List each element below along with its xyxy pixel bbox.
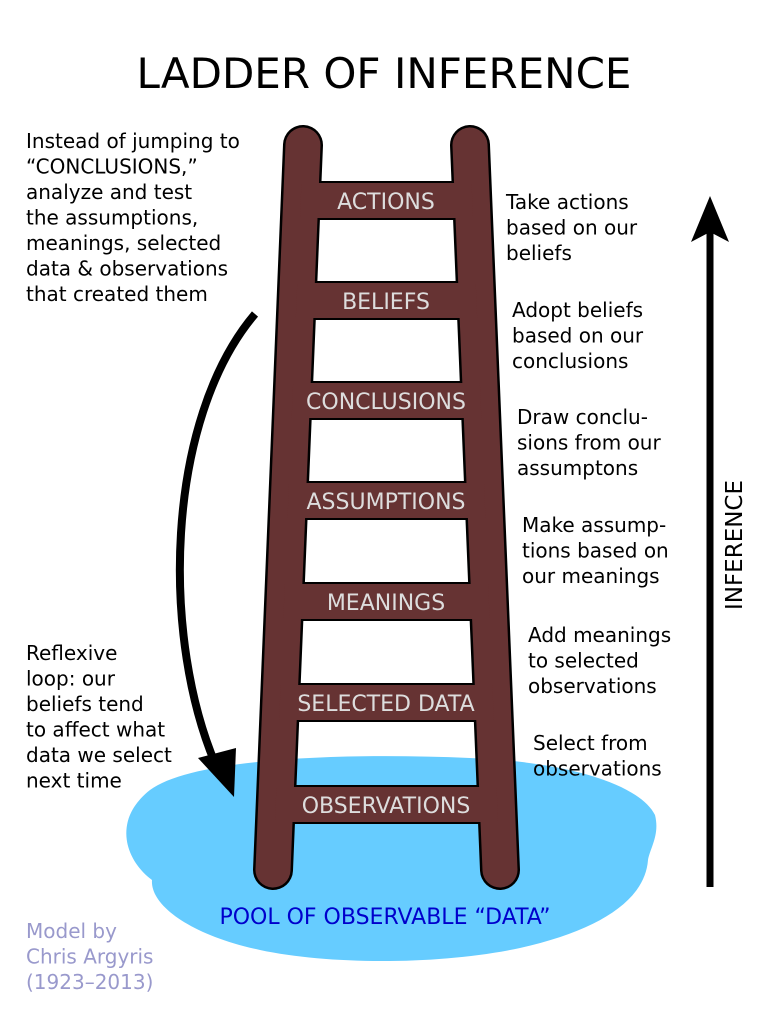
ladder-rung (283, 584, 490, 619)
rung-label: ASSUMPTIONS (307, 490, 466, 515)
left-note-line: Instead of jumping to (26, 129, 240, 153)
rung-label: SELECTED DATA (297, 692, 474, 717)
left-note-line: “CONCLUSIONS,” (26, 155, 198, 179)
rung-description-line: Make assump- (522, 513, 666, 537)
ladder-left-rail (255, 127, 321, 888)
left-note-line: the assumptions, (26, 206, 198, 230)
rung-description-line: Draw conclu- (517, 405, 648, 429)
ladder-right-rail (452, 127, 518, 888)
reflexive-loop-arrow (175, 311, 259, 772)
rung-label: BELIEFS (342, 290, 430, 315)
pool-label: POOL OF OBSERVABLE “DATA” (219, 905, 550, 930)
reflexive-note-line: data we select (26, 743, 172, 767)
credit-line: Model by (26, 919, 117, 943)
left-note-line: analyze and test (26, 180, 192, 204)
credit-line: (1923–2013) (26, 970, 153, 994)
rung-description-line: observations (533, 757, 662, 781)
rung-description-line: conclusions (512, 349, 628, 373)
rung-description-line: Adopt beliefs (512, 298, 643, 322)
rung-description-line: tions based on (522, 539, 669, 563)
rung-label: ACTIONS (337, 190, 435, 215)
reflexive-arrowhead (198, 748, 236, 797)
ladder-rung (279, 685, 494, 720)
rung-label: CONCLUSIONS (306, 390, 466, 415)
rung-label: MEANINGS (327, 591, 445, 616)
reflexive-note-line: Reflexive (26, 641, 117, 665)
page-title: LADDER OF INFERENCE (137, 49, 632, 98)
rung-description-line: our meanings (522, 564, 660, 588)
rung-description-line: Select from (533, 731, 648, 755)
left-note-line: meanings, selected (26, 231, 221, 255)
ladder-rung (287, 483, 486, 518)
inference-arrowhead (691, 196, 729, 242)
ladder-rung (295, 283, 478, 318)
rung-description-line: observations (528, 674, 657, 698)
ladder-rung (299, 183, 474, 218)
left-note-line: data & observations (26, 257, 228, 281)
reflexive-note-line: loop: our (26, 667, 116, 691)
rung-description-line: based on our (506, 216, 638, 240)
rung-description-line: assumptons (517, 456, 638, 480)
reflexive-note-line: next time (26, 769, 122, 793)
reflexive-note-line: beliefs tend (26, 692, 144, 716)
left-note: Instead of jumping to“CONCLUSIONS,”analy… (26, 129, 240, 306)
rung-description-line: based on our (512, 324, 644, 348)
reflexive-note-line: to affect what (26, 718, 165, 742)
inference-label: INFERENCE (722, 480, 748, 610)
rung-description-line: to selected (528, 649, 639, 673)
rung-label: OBSERVATIONS (302, 794, 471, 819)
rung-description-line: Take actions (505, 190, 629, 214)
credit-line: Chris Argyris (26, 945, 153, 969)
ladder-rung (274, 787, 499, 822)
left-note-line: that created them (26, 282, 208, 306)
rung-description-line: Add meanings (528, 623, 671, 647)
ladder: ACTIONS BELIEFS CONCLUSIONS ASSUMPTIONS MEAN… (253, 125, 520, 890)
rung-description-line: beliefs (506, 241, 572, 265)
rung-description-line: sions from our (517, 431, 661, 455)
ladder-rung (291, 383, 482, 418)
